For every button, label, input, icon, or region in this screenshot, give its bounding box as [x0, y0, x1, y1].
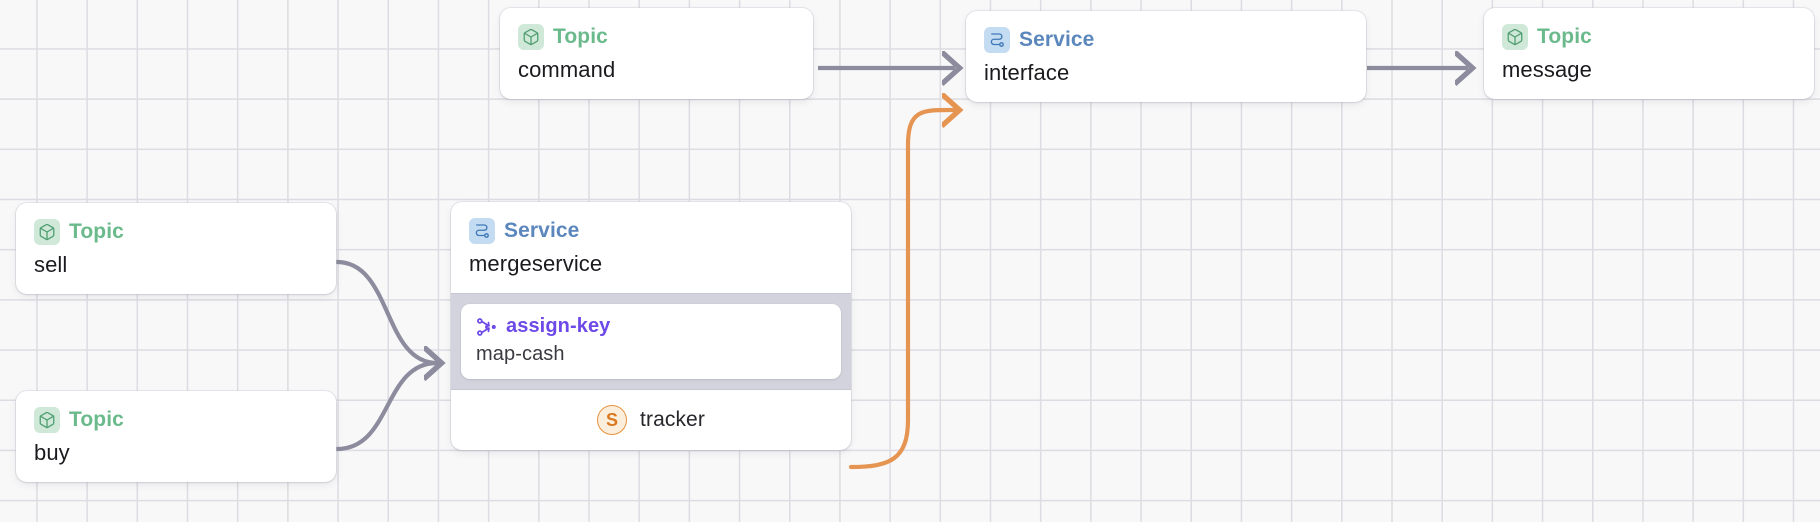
processor-band: assign-key map-cash — [451, 293, 851, 390]
edge-buy-to-assign-key — [334, 363, 437, 452]
edge-tracker-to-interface — [848, 110, 955, 470]
state-store-label: tracker — [640, 408, 705, 431]
node-sell-name: sell — [34, 252, 68, 277]
node-message-name: message — [1502, 57, 1592, 82]
node-interface[interactable]: Service interface — [966, 11, 1366, 102]
route-icon — [984, 27, 1010, 53]
node-command-name: command — [518, 57, 616, 82]
node-sell-header: Topic — [16, 203, 336, 245]
node-buy-kind: Topic — [69, 408, 124, 431]
state-store-icon: S — [597, 405, 628, 435]
node-command-header: Topic — [500, 8, 813, 50]
node-mergeservice-name: mergeservice — [469, 251, 603, 276]
node-sell-kind: Topic — [69, 220, 124, 243]
node-assign-key-title: assign-key — [506, 315, 611, 337]
edge-sell-to-assign-key — [334, 259, 437, 363]
node-command[interactable]: Topic command — [500, 8, 813, 99]
node-sell[interactable]: Topic sell — [16, 203, 336, 294]
route-icon — [469, 218, 495, 244]
node-assign-key-subtitle: map-cash — [476, 343, 565, 365]
node-buy-header: Topic — [16, 391, 336, 433]
state-store-row[interactable]: S tracker — [451, 390, 851, 450]
node-assign-key-header: assign-key — [476, 315, 826, 338]
cube-icon — [34, 219, 60, 245]
node-buy-name: buy — [34, 440, 70, 465]
node-mergeservice-header: Service — [451, 202, 851, 244]
cube-icon — [1502, 24, 1528, 50]
node-assign-key[interactable]: assign-key map-cash — [461, 304, 841, 379]
node-command-kind: Topic — [553, 25, 608, 48]
cube-icon — [34, 407, 60, 433]
node-mergeservice-kind: Service — [504, 219, 580, 242]
node-message[interactable]: Topic message — [1484, 8, 1814, 99]
node-interface-header: Service — [966, 11, 1366, 53]
node-interface-name: interface — [984, 60, 1070, 85]
node-message-kind: Topic — [1537, 25, 1592, 48]
merge-arrows-icon — [476, 316, 498, 338]
cube-icon — [518, 24, 544, 50]
node-message-header: Topic — [1484, 8, 1814, 50]
node-mergeservice[interactable]: Service mergeservice — [451, 202, 851, 450]
node-interface-kind: Service — [1019, 28, 1095, 51]
node-buy[interactable]: Topic buy — [16, 391, 336, 482]
